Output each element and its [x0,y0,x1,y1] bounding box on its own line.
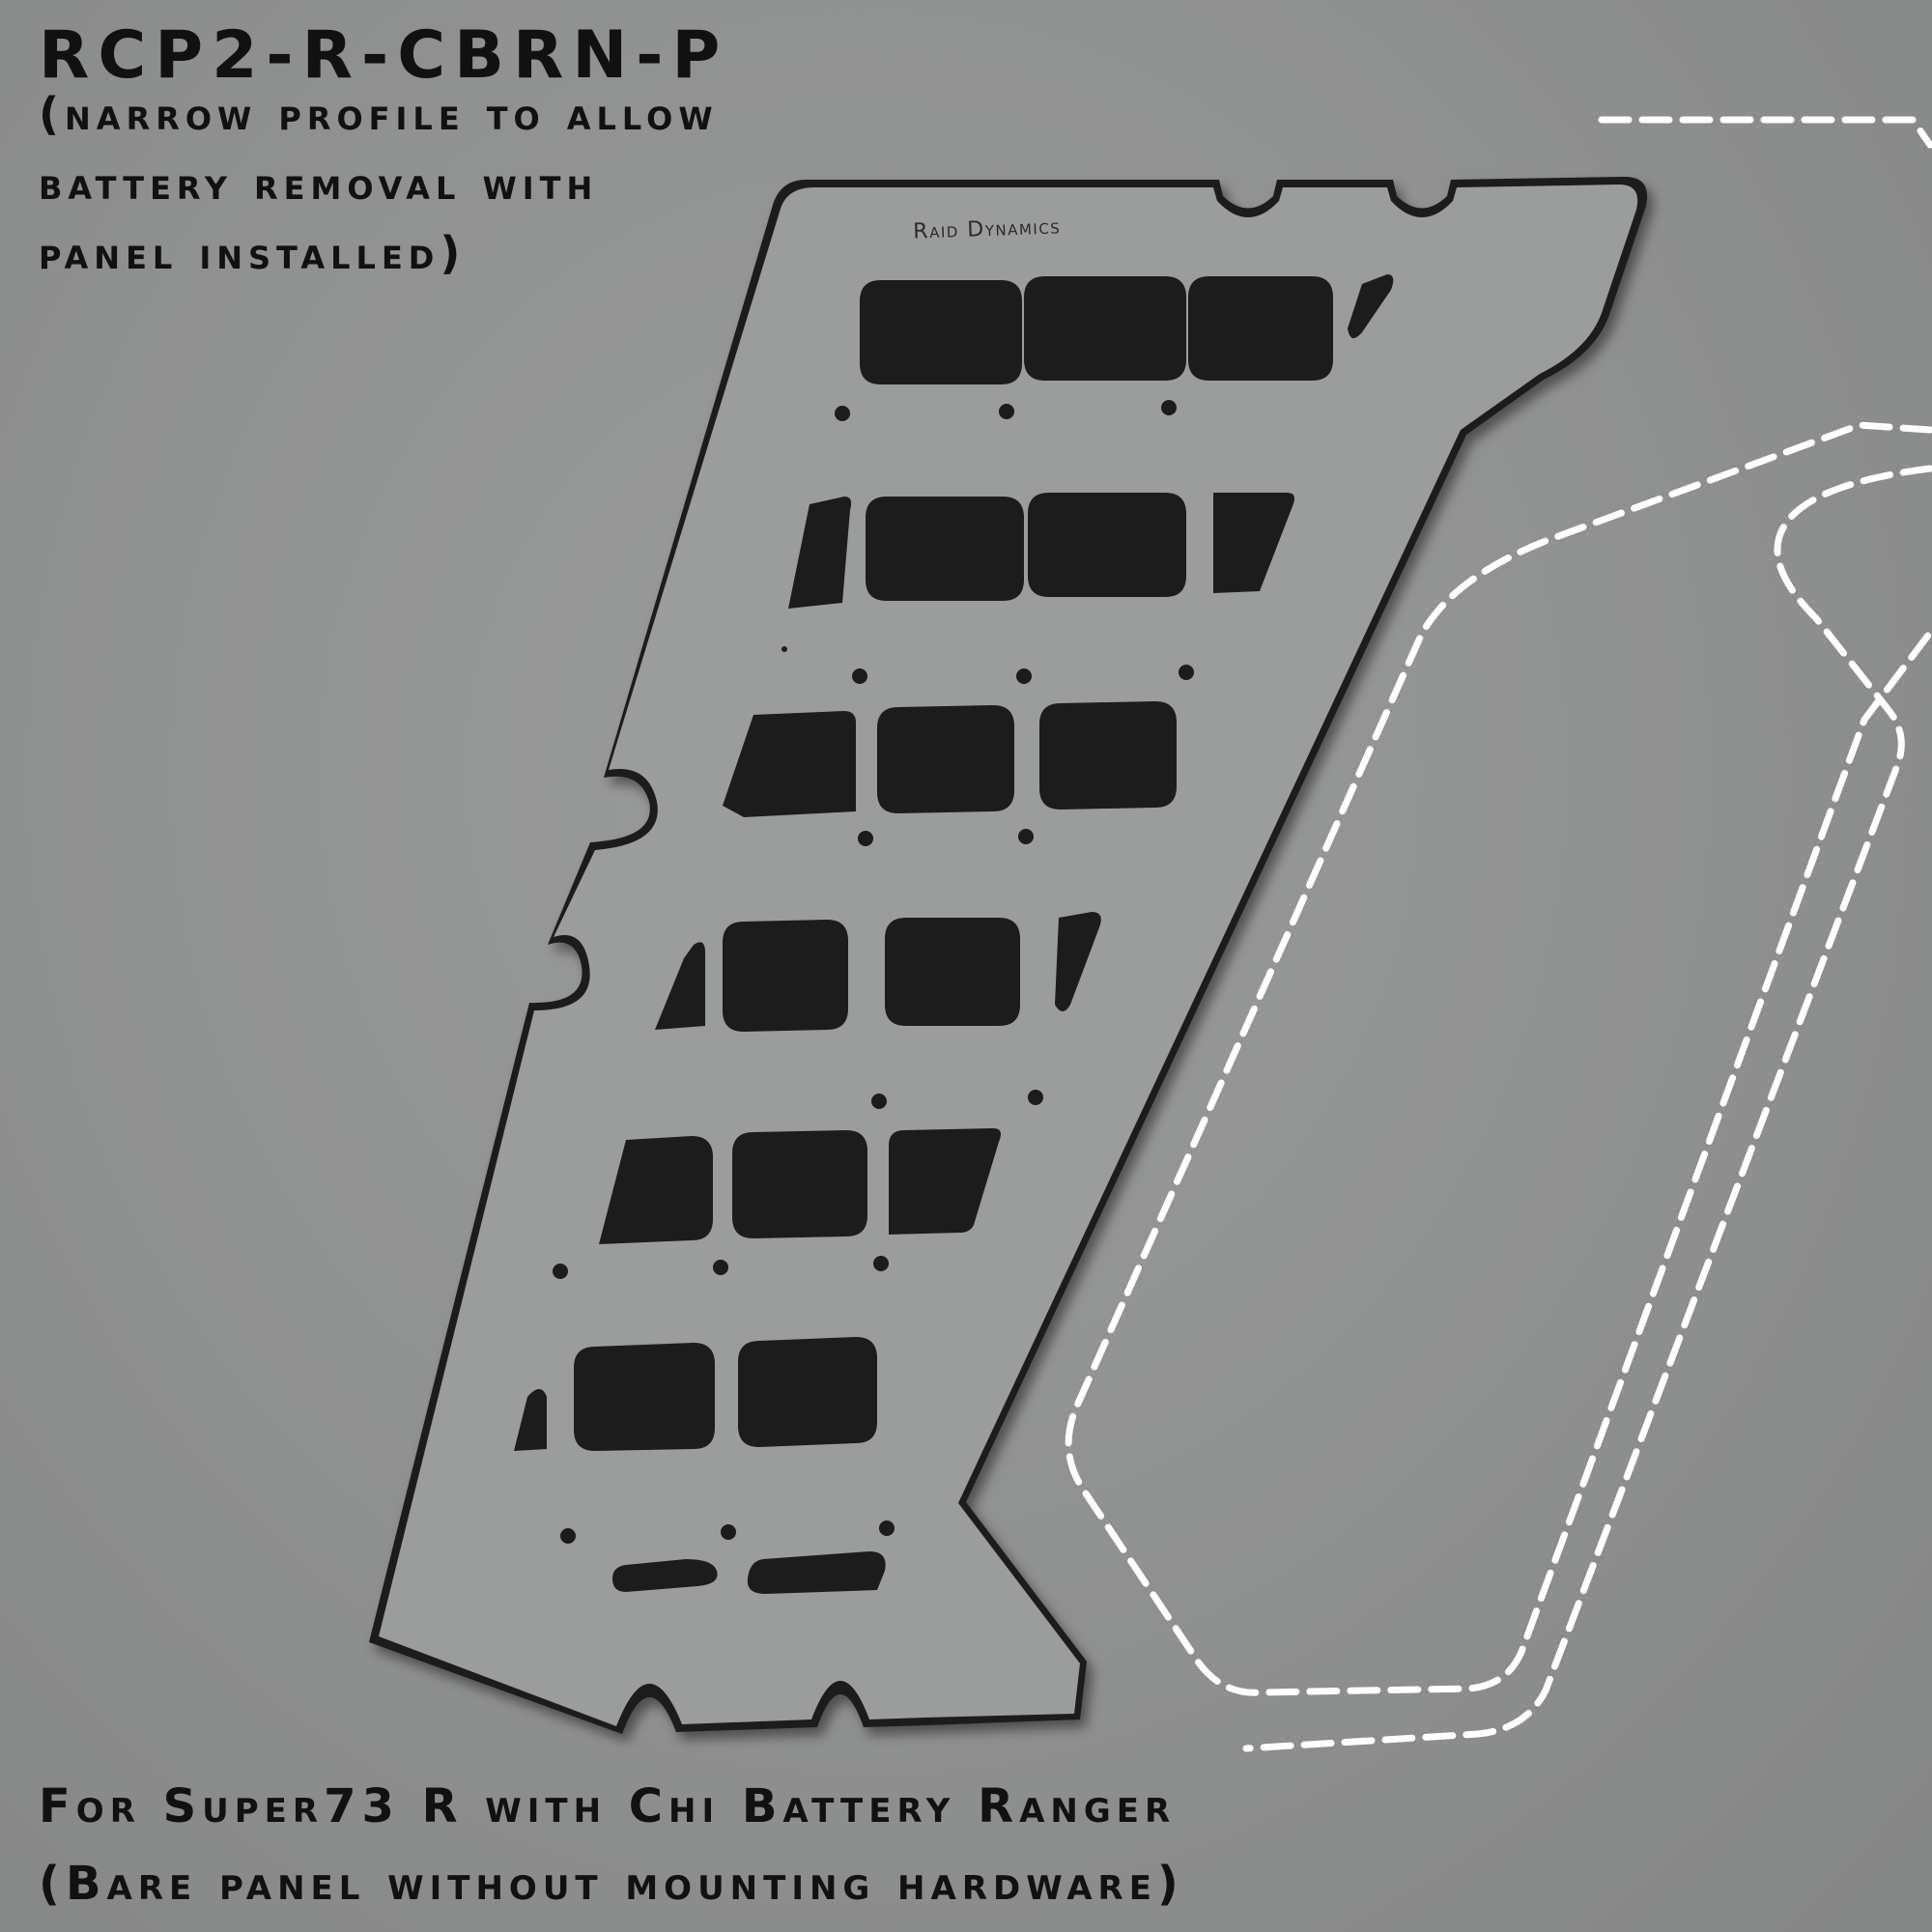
profile-note-line-3: panel installed) [39,227,467,279]
compatibility-line: For Super73 R with Chi Battery Ranger [39,1779,1177,1833]
model-code-title: RCP2-R-CBRN-P [39,17,729,94]
engraved-brand: Raid Dynamics [913,214,1062,243]
molle-panel-icon: Raid Dynamics [369,177,1648,1734]
dashed-battery-outline-icon [1065,116,1932,1752]
hardware-note-line: (Bare panel without mounting hardware) [39,1857,1184,1911]
profile-note-line-1: (narrow profile to allow [39,88,719,140]
profile-note-line-2: battery removal with [39,157,599,210]
